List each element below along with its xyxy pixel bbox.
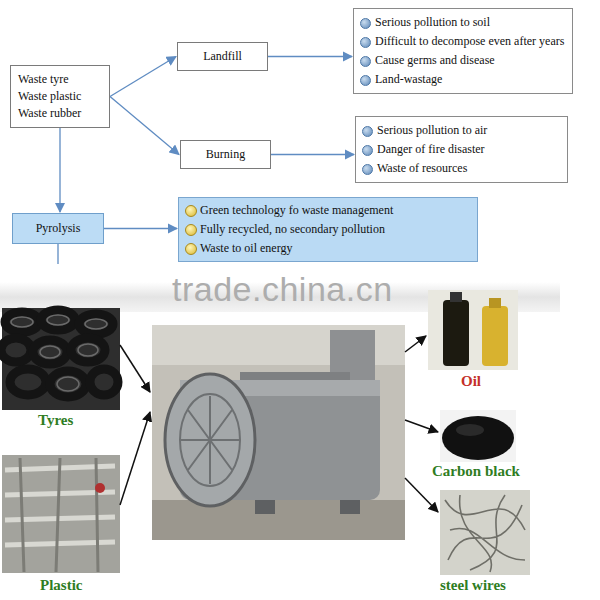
pyrolysis-machine-photo-part: [340, 500, 360, 514]
box-text: Green technology fo waste management: [185, 201, 469, 220]
steel-wires-photo: [440, 490, 530, 575]
photo-caption: Plastic: [40, 577, 83, 594]
oil-photo-part: [443, 300, 469, 366]
drawback-box: Serious pollution to soilDifficult to de…: [353, 8, 573, 94]
flow-line: [57, 244, 58, 264]
box-text: Waste tyre: [18, 71, 102, 88]
tyres-photo-part: [79, 314, 113, 334]
waste-input-box: Waste tyreWaste plasticWaste rubber: [10, 65, 110, 128]
tyres-photo-part: [33, 340, 67, 364]
photo-caption: Carbon black: [432, 463, 520, 480]
photo-caption: Tyres: [38, 412, 73, 429]
tyres-photo-part: [1, 338, 31, 362]
oil-photo-part: [450, 292, 462, 302]
watermark: trade.china.cn: [172, 270, 393, 309]
oil-photo: [428, 290, 518, 370]
plastic-photo-part: [95, 483, 105, 493]
tyres-photo-part: [1, 310, 118, 397]
tyres-photo-part: [5, 312, 39, 332]
flow-arrow: [104, 228, 177, 229]
tyres-photo-part: [2, 308, 120, 410]
box-text: Waste rubber: [18, 105, 102, 122]
pyrolysis-machine-photo: [152, 325, 405, 540]
box-text: Waste plastic: [18, 88, 102, 105]
flow-arrow: [271, 154, 354, 155]
box-text: Land-wastage: [360, 70, 564, 89]
box-text: Waste to oil energy: [185, 239, 469, 258]
photo-arrows: [120, 336, 438, 512]
pyrolysis-machine-photo-part: [240, 372, 350, 380]
photo-arrows-part: [120, 412, 150, 505]
flow-arrow: [59, 128, 60, 212]
plastic-photo-part: [2, 455, 120, 573]
pyrolysis-machine-photo-part: [180, 394, 240, 486]
box-text: Cause germs and disease: [360, 51, 564, 70]
box-text: Serious pollution to air: [362, 121, 559, 140]
process-box: Landfill: [177, 42, 268, 71]
tyres-photo-part: [11, 315, 107, 391]
tyres-photo-part: [50, 371, 86, 397]
tyres-photo: [1, 308, 120, 410]
plastic-photo-part: [20, 458, 98, 572]
pyrolysis-machine-photo-part: [180, 396, 240, 484]
flow-arrow: [110, 97, 179, 155]
flow-arrow: [268, 56, 352, 57]
oil-photo-part: [489, 298, 501, 308]
tyres-photo-part: [11, 317, 33, 327]
tyres-photo-part: [41, 310, 75, 330]
pyrolysis-machine-photo-part: [152, 500, 405, 540]
box-text: Waste of resources: [362, 159, 559, 178]
tyres-photo-part: [78, 344, 98, 356]
plastic-photo: [2, 455, 120, 573]
benefit-box: Green technology fo waste managementFull…: [178, 197, 478, 262]
photo-arrows-part: [120, 345, 150, 392]
steel-wires-photo-part: [440, 490, 530, 575]
steel-wires-photo-part: [445, 495, 525, 572]
tyres-photo-part: [57, 377, 79, 391]
carbon-black-photo: [440, 410, 516, 462]
tyres-photo-part: [90, 369, 118, 395]
box-text: Difficult to decompose even after years: [360, 32, 564, 51]
carbon-black-photo-part: [456, 424, 484, 436]
box-text: Fully recycled, no secondary pollution: [185, 220, 469, 239]
pyrolysis-machine-photo-part: [165, 374, 255, 506]
tyres-photo-part: [10, 369, 46, 395]
flow-arrow: [110, 57, 176, 97]
box-text: Serious pollution to soil: [360, 13, 564, 32]
pyrolysis-machine-photo-part: [152, 325, 405, 540]
oil-photo-part: [428, 290, 518, 370]
drawback-box: Serious pollution to airDanger of fire d…: [355, 116, 568, 183]
box-text: Burning: [189, 147, 262, 162]
box-text: Landfill: [186, 49, 259, 64]
tyres-photo-part: [40, 346, 60, 358]
pyrolysis-machine-photo-part: [180, 380, 380, 500]
photo-caption: Oil: [461, 373, 481, 390]
carbon-black-photo-part: [440, 410, 516, 462]
process-box: Burning: [180, 140, 271, 169]
tyres-photo-part: [47, 315, 69, 325]
photo-arrows-part: [405, 420, 438, 432]
photo-arrows-part: [405, 336, 426, 352]
box-text: Danger of fire disaster: [362, 140, 559, 159]
tyres-photo-part: [85, 319, 107, 329]
photo-arrows-part: [405, 478, 438, 512]
carbon-black-photo-part: [442, 416, 514, 460]
photo-caption: steel wires: [440, 577, 506, 594]
tyres-photo-part: [71, 338, 105, 362]
pyrolysis-box: Pyrolysis: [12, 213, 104, 244]
oil-photo-part: [482, 306, 508, 366]
pyrolysis-machine-photo-part: [255, 500, 275, 514]
box-text: Pyrolysis: [19, 221, 97, 236]
